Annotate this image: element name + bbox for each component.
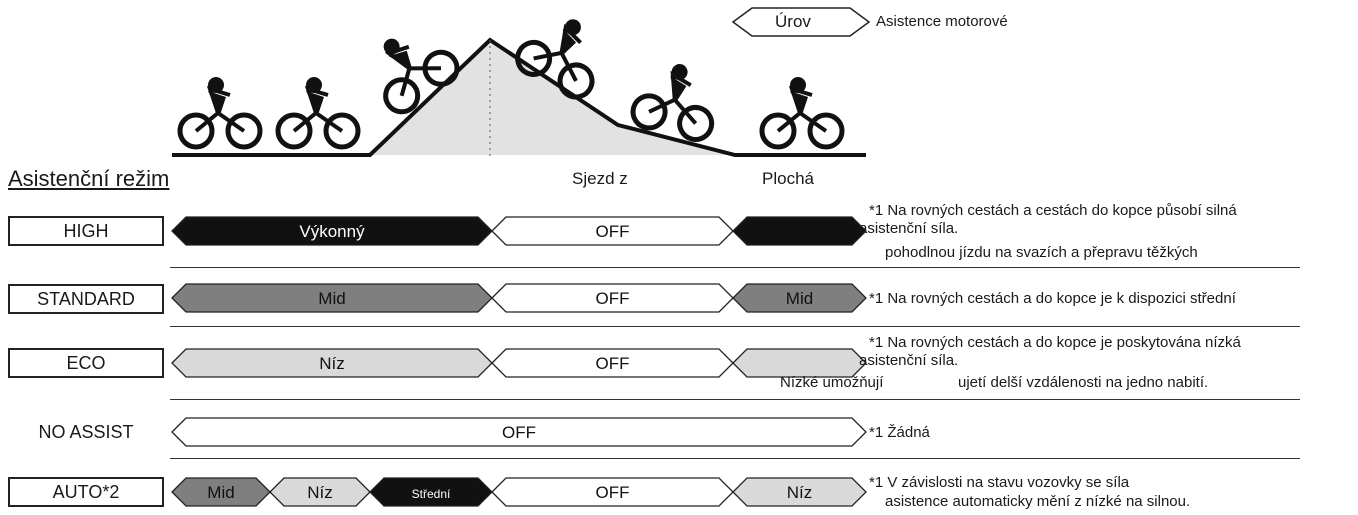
cyclist-descent-2-icon [630,64,715,142]
mode-high-segment-2 [732,216,867,246]
section-title: Asistenční režim [8,166,170,191]
segment-label: OFF [502,423,536,442]
hill-fill [370,40,735,155]
legend-box-label: Úrov [775,12,811,31]
mode-label-auto[interactable]: AUTO*2 [8,477,164,507]
legend-text: Asistence motorové [876,13,1008,30]
segment-label: Výkonný [299,222,365,241]
segment-label: OFF [596,354,630,373]
mode-eco-note-4: ujetí delší vzdálenosti na jedno nabití. [958,374,1209,391]
cyclist-flat-1-icon [177,77,263,150]
mode-label-eco[interactable]: ECO [8,348,164,378]
row-divider [170,267,1300,268]
mode-eco-note-3: Nízké umožňují [780,374,884,391]
mode-eco-note-1: *1 Na rovných cestách a do kopce je posk… [869,334,1241,351]
segment-label: Střední [412,487,451,501]
row-divider [170,458,1300,459]
mode-eco-note-2: asistenční síla. [859,352,959,369]
segment-label: Mid [318,289,345,308]
mode-auto-note-2: asistence automaticky mění z nízké na si… [885,493,1191,510]
cyclist-flat-2-icon [275,77,361,150]
segment-label: Níz [307,483,333,502]
mode-eco-segment-2 [732,348,867,378]
segment-label: OFF [596,483,630,502]
mode-high-note-3: pohodlnou jízdu na svazích a přepravu tě… [885,244,1198,261]
mode-label-no-assist[interactable]: NO ASSIST [38,421,134,442]
segment-label: Níz [319,354,345,373]
mode-label-standard[interactable]: STANDARD [8,284,164,314]
segment-label: Mid [786,289,813,308]
mode-no-assist-segment-0 [171,417,867,447]
mode-high-note-1: *1 Na rovných cestách a cestách do kopce… [869,202,1237,219]
segment-label: Níz [787,483,813,502]
segment-label: OFF [596,289,630,308]
segment-label: OFF [596,222,630,241]
mode-standard-note-1: *1 Na rovných cestách a do kopce je k di… [869,290,1236,307]
mode-label-high[interactable]: HIGH [8,216,164,246]
cyclist-descent-1-icon [515,19,595,100]
terrain-label-downhill: Sjezd z [572,169,628,188]
legend-arrow-box [731,7,871,37]
segment-label: Mid [207,483,234,502]
mode-high-note-2: asistenční síla. [859,220,959,237]
cyclist-flat-3-icon [759,77,845,150]
mode-standard-segment-2 [732,283,867,313]
terrain-label-flat: Plochá [762,169,814,188]
row-divider [170,326,1300,327]
mode-auto-2-segment-4 [732,477,867,507]
mode-auto-note-1: *1 V závislosti na stavu vozovky se síla [869,474,1130,491]
row-divider [170,399,1300,400]
mode-no-assist-note-1: *1 Žádná [869,424,930,441]
cyclist-climb-icon [383,38,460,115]
terrain-line [172,37,866,157]
